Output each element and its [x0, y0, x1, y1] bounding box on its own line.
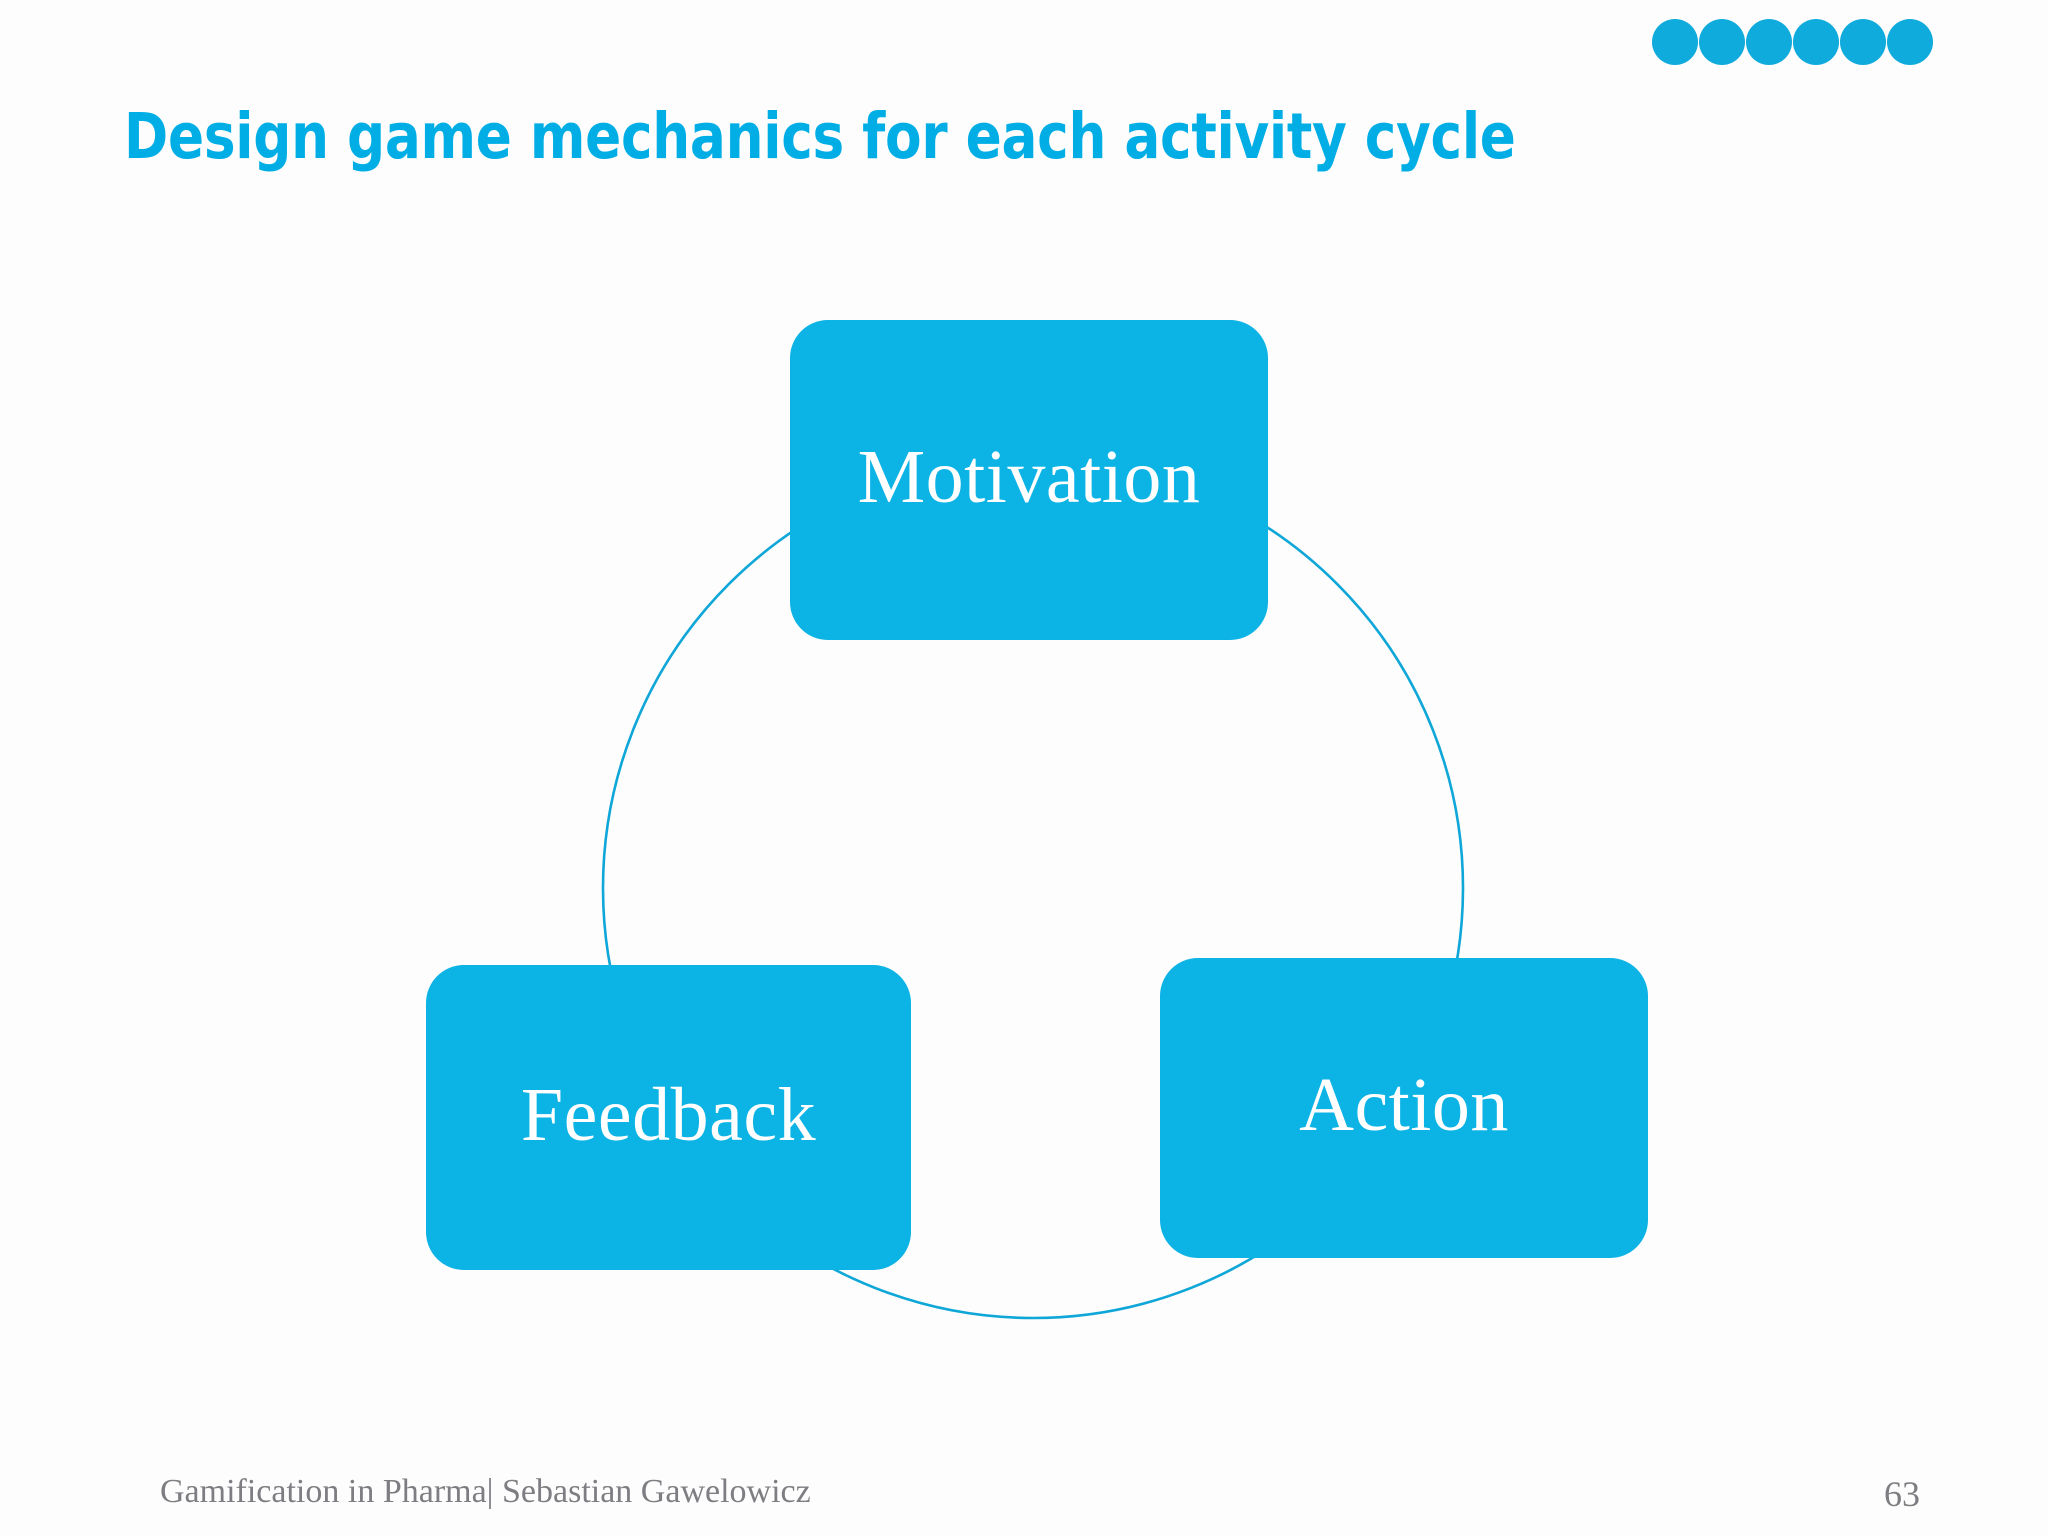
decorative-dot-icon [1793, 19, 1839, 65]
footer-attribution: Gamification in Pharma| Sebastian Gawelo… [160, 1473, 811, 1510]
cycle-node-action[interactable]: Action [1160, 958, 1648, 1258]
page-number: 63 [1884, 1474, 1920, 1514]
decorative-dot-icon [1746, 19, 1792, 65]
decorative-dot-icon [1652, 19, 1698, 65]
decorative-dot-icon [1840, 19, 1886, 65]
dot-strip-decoration [1652, 19, 1933, 65]
cycle-node-action-label: Action [1299, 1063, 1509, 1147]
cycle-node-feedback-label: Feedback [520, 1072, 817, 1157]
slide-title: Design game mechanics for each activity … [124, 100, 1516, 173]
decorative-dot-icon [1887, 19, 1933, 65]
cycle-node-motivation[interactable]: Motivation [790, 320, 1268, 640]
decorative-dot-icon [1699, 19, 1745, 65]
cycle-node-feedback[interactable]: Feedback [426, 965, 911, 1270]
cycle-node-motivation-label: Motivation [857, 435, 1201, 519]
